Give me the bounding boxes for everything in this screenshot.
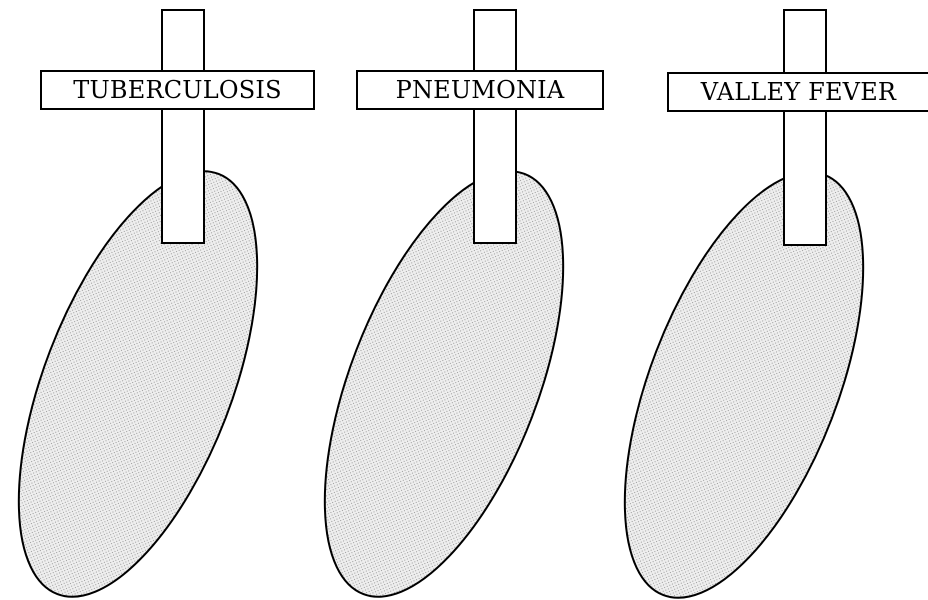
cross-post-1: [162, 10, 204, 243]
grave-mound-1: [0, 140, 306, 600]
cross-post-3: [784, 10, 826, 245]
cross-label-pneumonia: PNEUMONIA: [356, 70, 604, 110]
cross-post-2: [474, 10, 516, 243]
grave-mound-3: [576, 141, 913, 600]
cross-label-valley-fever: VALLEY FEVER: [667, 72, 928, 112]
grave-mound-2: [276, 140, 613, 600]
cross-label-tuberculosis: TUBERCULOSIS: [40, 70, 315, 110]
